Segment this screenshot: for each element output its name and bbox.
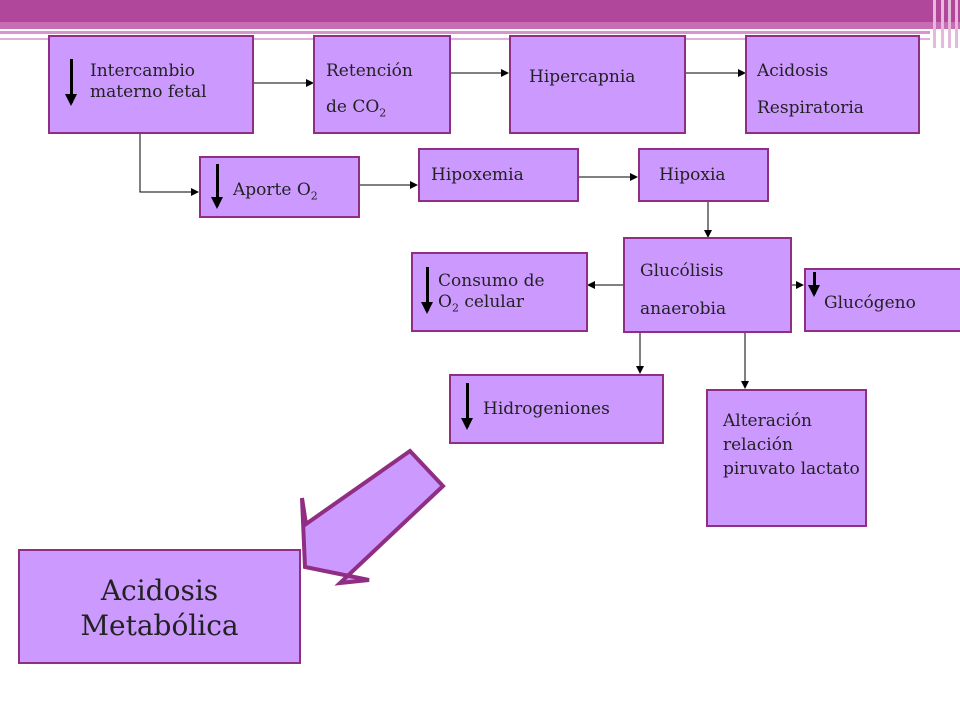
header-banner <box>0 0 960 48</box>
node-alteracion-line2: relación <box>723 435 793 455</box>
node-acidosis-resp-line2: Respiratoria <box>757 98 864 118</box>
node-retencion-line2: de CO <box>326 97 380 117</box>
node-hipoxemia-label: Hipoxemia <box>431 165 524 185</box>
node-consumo-line1: Consumo de <box>438 271 545 291</box>
decrease-arrow-icon <box>65 59 77 106</box>
node-alteracion-line1: Alteración <box>723 411 813 431</box>
arrow-intercambio-aporte <box>139 133 199 196</box>
node-consumo-sub: 2 <box>451 301 459 315</box>
decrease-arrow-icon <box>808 272 820 297</box>
node-intercambio-line2: materno fetal <box>90 82 207 103</box>
node-retencion-line1: Retención <box>326 61 413 81</box>
node-glucogeno: Glucógeno <box>804 268 960 332</box>
node-hipoxemia: Hipoxemia <box>418 148 579 202</box>
node-hipoxia: Hipoxia <box>638 148 769 202</box>
node-aporte-label: Aporte O <box>233 180 311 200</box>
node-hipercapnia: Hipercapnia <box>509 35 686 134</box>
node-consumo-line2: O <box>438 292 452 313</box>
node-aporte-o2: Aporte O2 <box>199 156 360 218</box>
big-arrow <box>300 448 446 586</box>
node-hidrogeniones-label: Hidrogeniones <box>483 399 610 419</box>
node-glucolisis-line1: Glucólisis <box>640 261 724 281</box>
node-hipercapnia-label: Hipercapnia <box>529 67 636 87</box>
decrease-arrow-icon <box>461 383 473 430</box>
node-alteracion-piruvato-lactato: Alteración relación piruvato lactato <box>706 389 867 527</box>
decrease-arrow-icon <box>211 164 223 209</box>
node-acidosis-resp-line1: Acidosis <box>757 61 829 81</box>
node-consumo-o2-celular: Consumo de O2 celular <box>411 252 588 332</box>
node-glucolisis-anaerobia: Glucólisis anaerobia <box>623 237 792 333</box>
node-aporte-sub: 2 <box>310 189 318 203</box>
node-acidosis-respiratoria: Acidosis Respiratoria <box>745 35 920 134</box>
node-acidosis-metabolica: Acidosis Metabólica <box>18 549 301 664</box>
node-alteracion-line3: piruvato lactato <box>723 459 860 479</box>
node-hipoxia-label: Hipoxia <box>659 165 726 185</box>
node-intercambio-line1: Intercambio <box>90 61 196 81</box>
node-consumo-line2-rest: celular <box>458 292 525 313</box>
node-glucogeno-label: Glucógeno <box>824 293 916 313</box>
node-retencion-co2: Retención de CO2 <box>313 35 451 134</box>
node-acidosis-met-line1: Acidosis <box>100 574 219 607</box>
node-acidosis-met-line2: Metabólica <box>80 609 239 642</box>
node-retencion-sub: 2 <box>379 106 387 120</box>
decrease-arrow-icon <box>421 267 433 314</box>
node-hidrogeniones: Hidrogeniones <box>449 374 664 444</box>
node-intercambio-materno-fetal: Intercambio materno fetal <box>48 35 254 134</box>
node-glucolisis-line2: anaerobia <box>640 299 727 319</box>
